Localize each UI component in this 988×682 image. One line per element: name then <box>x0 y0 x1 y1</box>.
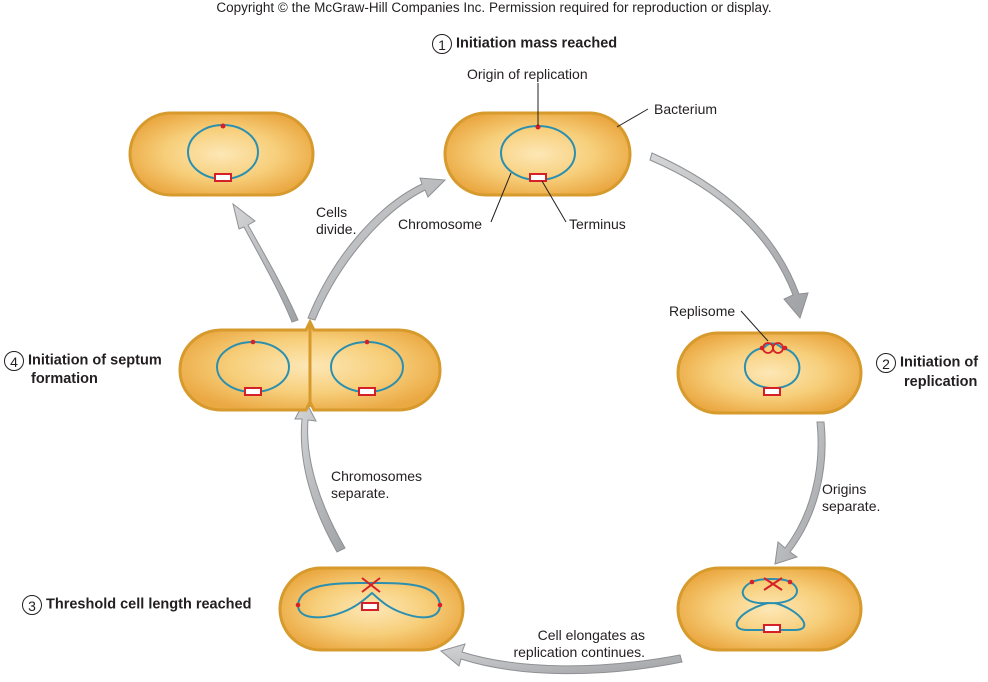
arrow-origins-separate <box>774 421 826 565</box>
step-3-text: Threshold cell length reached <box>46 596 252 613</box>
step-1-number: 1 <box>432 34 452 54</box>
cell-elongates-line1: Cell elongates as <box>537 627 645 643</box>
arrow-to-new-cycle <box>307 177 447 321</box>
cell-elongates-line2: replication continues. <box>513 644 645 660</box>
cell-initiation-mass <box>443 83 649 223</box>
step-1-text: Initiation mass reached <box>456 35 618 52</box>
cycle-arrows <box>232 152 826 675</box>
cell-daughter <box>128 111 315 197</box>
cell-threshold-length <box>278 566 465 652</box>
step-3-number: 3 <box>22 595 42 615</box>
cell-septum-formation <box>178 318 442 412</box>
step-4-text-line1: Initiation of septum <box>28 352 162 369</box>
chromosomes-separate-line2: separate. <box>331 485 390 501</box>
cells-divide-line1: Cells <box>316 204 348 220</box>
step-2-number: 2 <box>876 353 896 373</box>
copyright-notice: Copyright © the McGraw-Hill Companies In… <box>216 0 772 15</box>
chromosome-label: Chromosome <box>398 216 483 232</box>
arrow-initiation-to-replication <box>649 152 809 320</box>
origins-separate-line2: separate. <box>822 498 881 514</box>
cell-elongating <box>676 566 863 652</box>
step-2-text-line2: replication <box>904 374 978 390</box>
arrow-cell-elongates <box>439 643 683 675</box>
step-4-number: 4 <box>4 351 24 371</box>
origins-separate-line1: Origins <box>822 481 867 497</box>
origin-label: Origin of replication <box>467 66 588 82</box>
cell-replication-initiation <box>676 310 863 415</box>
step-2-text-line1: Initiation of <box>900 354 979 371</box>
arrow-to-daughter-cell <box>232 202 299 323</box>
terminus-label: Terminus <box>569 216 626 232</box>
cells-divide-line2: divide. <box>316 221 357 237</box>
replisome-label: Replisome <box>669 303 736 319</box>
chromosomes-separate-line1: Chromosomes <box>331 468 423 484</box>
bacterium-label: Bacterium <box>654 101 718 117</box>
step-4-text-line2: formation <box>31 371 98 387</box>
